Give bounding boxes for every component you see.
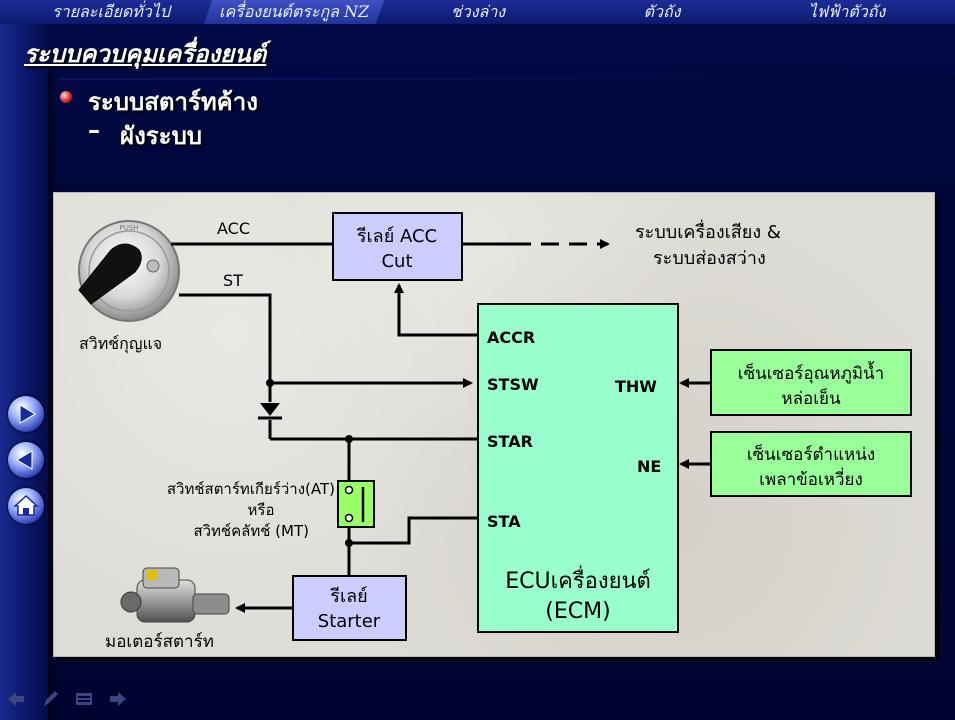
acc-wire-label: ACC — [217, 219, 250, 238]
next-button[interactable] — [8, 396, 44, 432]
neutral-switch-label-1: สวิทช์สตาร์ทเกียร์ว่าง(AT) — [167, 480, 335, 498]
st-wire-label: ST — [223, 271, 243, 290]
left-sidebar — [0, 0, 48, 720]
title-divider — [58, 78, 955, 80]
switch-contact — [344, 513, 354, 523]
crankshaft-sensor-box — [710, 431, 912, 497]
subheading-dash: – — [88, 116, 100, 144]
switch-contact — [344, 485, 354, 495]
junction-dot — [266, 379, 274, 387]
arrow-right-icon — [19, 404, 36, 424]
ecu-title-1: ECUเครื่องยนต์ — [505, 565, 651, 594]
ecu-box — [477, 303, 679, 633]
ecu-pin-ne: NE — [637, 457, 661, 476]
menu-icon[interactable] — [74, 690, 94, 708]
ignition-key-image: PUSH — [78, 220, 180, 322]
ecu-pin-accr: ACCR — [487, 328, 535, 347]
home-button[interactable] — [8, 488, 44, 524]
ecu-title-2: (ECM) — [545, 599, 610, 624]
next-slide-icon[interactable] — [108, 690, 128, 708]
diode-symbol — [258, 403, 282, 420]
ecu-pin-stsw: STSW — [487, 375, 539, 394]
nav-tab-body-electrical[interactable]: ไฟฟ้าตัวถัง — [808, 2, 886, 21]
neutral-switch-label-3: สวิทช์คลัทช์ (MT) — [193, 522, 309, 540]
junction-dot — [345, 539, 353, 547]
starter-motor-label: มอเตอร์สตาร์ท — [105, 632, 214, 652]
bullet-icon — [60, 91, 72, 103]
ecu-pin-thw: THW — [615, 377, 657, 396]
starter-system-diagram: PUSH สวิทช์กุญแจ ACC ST รีเลย์ ACC Cut ร… — [78, 212, 912, 652]
starter-relay-label-1: รีเลย์ — [330, 586, 368, 607]
acc-cut-relay-box — [332, 212, 463, 281]
nav-tab-general[interactable]: รายละเอียดทั่วไป — [52, 2, 170, 21]
coolant-sensor-label-1: เซ็นเซอร์อุณหภูมิน้ำ — [738, 361, 884, 384]
coolant-sensor-label-2: หล่อเย็น — [781, 387, 841, 409]
previous-slide-icon[interactable] — [6, 690, 26, 708]
ecu-pin-star: STAR — [487, 432, 533, 451]
top-navigation: รายละเอียดทั่วไป เครื่องยนต์ตระกูล NZ ช่… — [0, 0, 955, 24]
starter-relay-label-2: Starter — [318, 611, 381, 632]
back-button[interactable] — [8, 442, 44, 478]
key-switch-label: สวิทช์กุญแจ — [79, 334, 162, 354]
neutral-switch-box — [337, 480, 375, 528]
arrow-left-icon — [16, 450, 33, 470]
audio-system-label-2: ระบบส่องสว่าง — [653, 248, 766, 269]
slide-heading: ระบบสตาร์ทค้าง — [88, 88, 258, 116]
audio-system-label-1: ระบบเครื่องเสียง & — [635, 219, 781, 243]
home-icon — [13, 494, 39, 516]
nav-tab-chassis[interactable]: ช่วงล่าง — [450, 2, 506, 21]
slide-subheading: ผังระบบ — [120, 122, 203, 150]
starter-relay-box — [292, 575, 407, 641]
neutral-switch-label-2: หรือ — [248, 501, 275, 519]
crank-sensor-label-1: เซ็นเซอร์ตำแหน่ง — [747, 443, 875, 465]
coolant-temp-sensor-box — [710, 349, 912, 416]
ecu-pin-sta: STA — [487, 512, 521, 531]
key-push-label: PUSH — [119, 224, 138, 232]
acc-relay-label-1: รีเลย์ ACC — [357, 226, 438, 247]
starter-motor-image — [120, 567, 230, 623]
wiring — [171, 239, 711, 613]
junction-dot — [345, 435, 353, 443]
nav-tab-nz-engine[interactable]: เครื่องยนต์ตระกูล NZ — [203, 0, 385, 24]
crank-sensor-label-2: เพลาข้อเหวี่ยง — [759, 467, 863, 490]
pen-icon[interactable] — [40, 690, 60, 708]
page-title: ระบบควบคุมเครื่องยนต์ — [24, 40, 267, 68]
acc-relay-label-2: Cut — [381, 251, 412, 272]
nav-tab-body[interactable]: ตัวถัง — [643, 2, 681, 21]
